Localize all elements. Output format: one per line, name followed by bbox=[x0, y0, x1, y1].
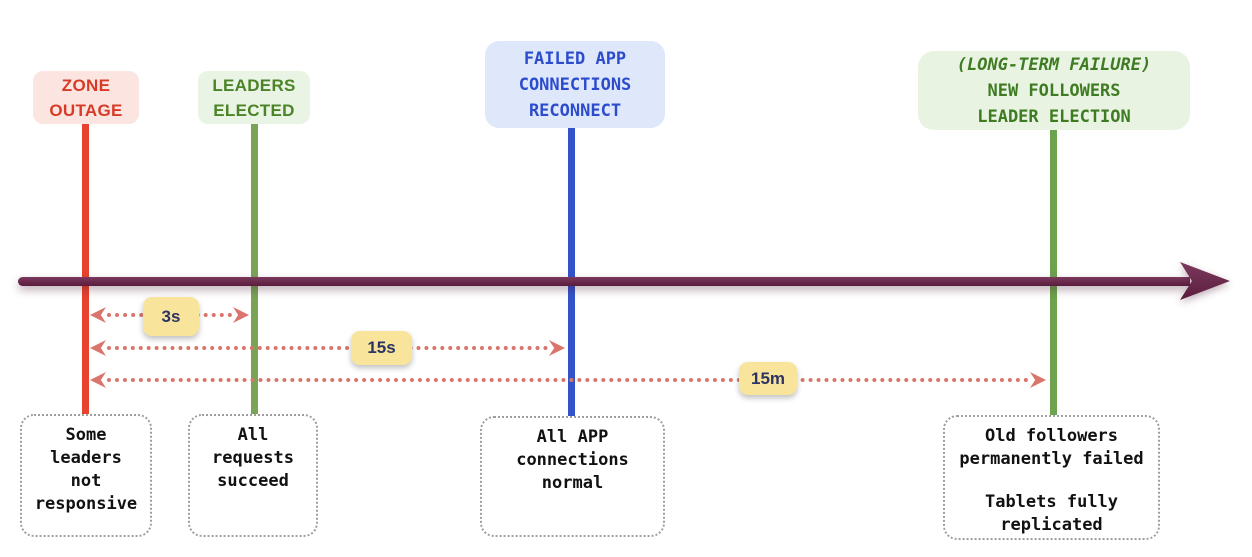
long-term-label-line2: NEW FOLLOWERS bbox=[987, 80, 1121, 101]
leaders-elected-label: LEADERS ELECTED bbox=[198, 71, 310, 124]
failed-app-label-line1: FAILED APP bbox=[523, 48, 627, 69]
note-line: permanently failed bbox=[959, 449, 1144, 469]
timeline-axis bbox=[18, 277, 1190, 286]
failed-app-label: FAILED APP CONNECTIONS RECONNECT bbox=[485, 41, 665, 128]
arrowhead-right-icon bbox=[233, 307, 249, 323]
note-line: All bbox=[237, 425, 269, 445]
timeline-arrowhead-icon bbox=[1180, 262, 1230, 300]
zone-outage-label-line1: ZONE bbox=[61, 75, 111, 95]
arrowhead-left-icon bbox=[90, 307, 106, 323]
note-old-followers: Old followers permanently failed Tablets… bbox=[943, 415, 1160, 540]
zone-outage-line bbox=[82, 123, 89, 416]
interval-15s-arrow bbox=[90, 337, 565, 359]
leaders-elected-label-line1: LEADERS bbox=[212, 75, 296, 95]
dotted-line bbox=[107, 378, 1029, 382]
note-line: Tablets fully bbox=[984, 492, 1119, 512]
failed-app-label-line3: RECONNECT bbox=[528, 100, 622, 121]
arrowhead-left-icon bbox=[90, 340, 106, 356]
note-line: succeed bbox=[217, 471, 289, 491]
note-line: connections bbox=[516, 450, 629, 470]
zone-outage-label: ZONE OUTAGE bbox=[33, 71, 139, 124]
long-term-label: (LONG-TERM FAILURE) NEW FOLLOWERS LEADER… bbox=[918, 51, 1190, 130]
note-line: responsive bbox=[34, 494, 138, 514]
note-line: normal bbox=[541, 473, 604, 493]
long-term-label-line1: (LONG-TERM FAILURE) bbox=[956, 54, 1152, 75]
long-term-line bbox=[1050, 129, 1057, 418]
arrowhead-right-icon bbox=[549, 340, 565, 356]
note-line: Some bbox=[65, 425, 107, 445]
badge-15m: 15m bbox=[739, 362, 797, 395]
arrowhead-left-icon bbox=[90, 372, 106, 388]
note-line: Old followers bbox=[984, 426, 1119, 446]
interval-15m-arrow bbox=[90, 369, 1046, 391]
note-some-leaders: Some leaders not responsive bbox=[20, 414, 152, 537]
note-paragraph: Old followers permanently failed bbox=[945, 425, 1158, 471]
zone-outage-label-line2: OUTAGE bbox=[49, 100, 123, 120]
leaders-elected-label-line2: ELECTED bbox=[213, 100, 295, 120]
note-paragraph: Tablets fully replicated bbox=[945, 491, 1158, 537]
leaders-elected-line bbox=[251, 123, 258, 416]
note-line: requests bbox=[212, 448, 294, 468]
long-term-label-line3: LEADER ELECTION bbox=[977, 106, 1131, 127]
dotted-line bbox=[107, 346, 548, 350]
badge-15s: 15s bbox=[351, 331, 412, 365]
note-all-requests: All requests succeed bbox=[188, 414, 318, 537]
failed-app-label-line2: CONNECTIONS bbox=[518, 74, 632, 95]
note-app-connections: All APP connections normal bbox=[480, 416, 665, 537]
note-line: replicated bbox=[1000, 515, 1103, 535]
note-line: leaders bbox=[50, 448, 122, 468]
failed-app-line bbox=[568, 127, 575, 418]
note-line: not bbox=[70, 471, 102, 491]
arrowhead-right-icon bbox=[1030, 372, 1046, 388]
badge-3s: 3s bbox=[143, 297, 199, 336]
note-line: All APP bbox=[536, 427, 609, 447]
